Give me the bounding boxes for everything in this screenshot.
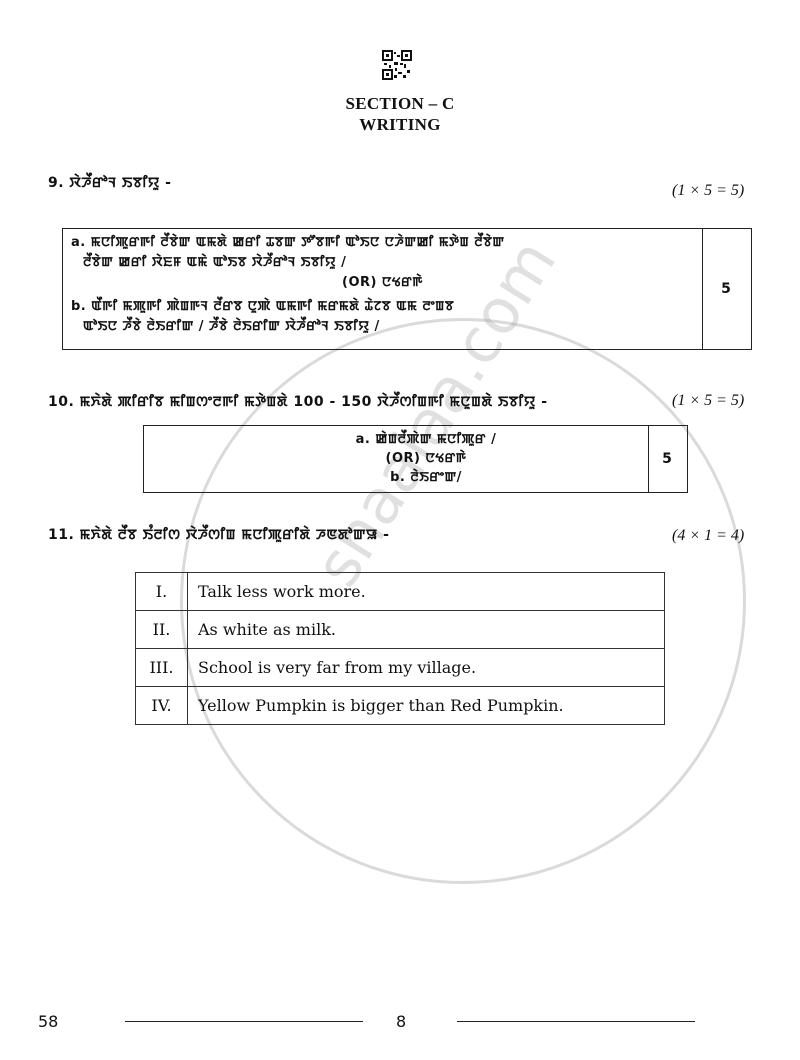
option-a-line-2: ꯂꯩꯕꯥꯛ ꯀꯔꯤ ꯋꯥꯐꯝ ꯑꯃꯥ ꯑꯣꯏꯕ ꯋꯥꯍꯩꯔꯣꯜ ꯏꯕꯤꯌꯨ / <box>83 255 347 270</box>
sentence-text: School is very far from my village. <box>187 648 665 687</box>
table-row: IV. Yellow Pumpkin is bigger than Red Pu… <box>135 686 665 725</box>
question-10-box: a. ꯀꯥꯡꯂꯩꯄꯥꯛ ꯃꯅꯤꯄꯨꯔ / (OR) ꯅꯠꯔꯒꯥ b. ꯂꯥꯏꯔꯦ… <box>143 425 688 493</box>
question-11-marks: (4 × 1 = 4) <box>672 527 745 544</box>
row-number: III. <box>135 648 188 687</box>
question-10-box-marks: 5 <box>662 451 672 467</box>
sentence-text: Yellow Pumpkin is bigger than Red Pumpki… <box>187 686 665 725</box>
question-10-label: 10. ꯃꯈꯥꯗꯥ ꯄꯤꯔꯤꯕ ꯃꯤꯡꯁꯦꯂꯒꯤ ꯃꯇꯥꯡꯗꯥ 100 - 15… <box>48 394 548 410</box>
option-b-line-2: ꯑꯣꯏꯅ ꯍꯩꯕꯥ ꯂꯥꯏꯔꯤꯛ / ꯍꯩꯕꯥ ꯂꯥꯏꯔꯤꯛ ꯋꯥꯍꯩꯔꯣꯜ ꯏ… <box>83 319 380 334</box>
table-row: I. Talk less work more. <box>135 572 665 611</box>
row-number: IV. <box>135 686 188 725</box>
option-a-line-1: a. ꯃꯅꯤꯄꯨꯔꯒꯤ ꯂꯩꯕꯥꯛ ꯑꯃꯗꯥ ꯀꯔꯤ ꯊꯕꯛ ꯇꯧꯕꯒꯤ ꯑꯣꯏ… <box>71 235 505 250</box>
question-9-box-marks: 5 <box>721 281 731 297</box>
sentence-text: Talk less work more. <box>187 572 665 611</box>
question-9-label: 9. ꯋꯥꯍꯩꯔꯣꯜ ꯏꯕꯤꯌꯨ - <box>48 175 172 191</box>
option-a: a. ꯀꯥꯡꯂꯩꯄꯥꯛ ꯃꯅꯤꯄꯨꯔ / <box>355 432 497 447</box>
question-11-label: 11. ꯃꯈꯥꯗꯥ ꯂꯩꯕ ꯏꯪꯂꯤꯁ ꯋꯥꯍꯩꯁꯤꯡ ꯃꯅꯤꯄꯨꯔꯤꯗꯥ ꯍꯟ… <box>48 527 390 543</box>
or-separator: (OR) ꯅꯠꯔꯒꯥ <box>342 275 423 290</box>
or-separator: (OR) ꯅꯠꯔꯒꯥ <box>385 451 467 466</box>
footer-divider-left <box>125 1021 363 1022</box>
question-9-marks: (1 × 5 = 5) <box>672 182 745 199</box>
question-10-options: a. ꯀꯥꯡꯂꯩꯄꯥꯛ ꯃꯅꯤꯄꯨꯔ / (OR) ꯅꯠꯔꯒꯥ b. ꯂꯥꯏꯔꯦ… <box>144 426 649 492</box>
qr-code-icon <box>382 50 412 80</box>
page-number: 8 <box>396 1012 407 1031</box>
footer-divider-right <box>457 1021 695 1022</box>
table-row: III. School is very far from my village. <box>135 648 665 687</box>
section-title: SECTION – C <box>345 94 455 113</box>
section-subtitle: WRITING <box>359 115 441 134</box>
table-row: II. As white as milk. <box>135 610 665 649</box>
question-10-marks: (1 × 5 = 5) <box>672 392 745 409</box>
option-b-line-1: b. ꯑꯩꯒꯤ ꯃꯄꯨꯒꯤ ꯄꯥꯡꯒꯜ ꯂꯩꯔꯕ ꯅꯨꯄꯥ ꯑꯃꯒꯤ ꯃꯔꯃꯗꯥ… <box>71 299 455 314</box>
question-9-box: a. ꯃꯅꯤꯄꯨꯔꯒꯤ ꯂꯩꯕꯥꯛ ꯑꯃꯗꯥ ꯀꯔꯤ ꯊꯕꯛ ꯇꯧꯕꯒꯤ ꯑꯣꯏ… <box>62 228 752 350</box>
row-number: I. <box>135 572 188 611</box>
footer-left-number: 58 <box>38 1012 59 1031</box>
row-number: II. <box>135 610 188 649</box>
sentence-text: As white as milk. <box>187 610 665 649</box>
sentences-table: I. Talk less work more. II. As white as … <box>135 572 665 725</box>
question-9-options: a. ꯃꯅꯤꯄꯨꯔꯒꯤ ꯂꯩꯕꯥꯛ ꯑꯃꯗꯥ ꯀꯔꯤ ꯊꯕꯛ ꯇꯧꯕꯒꯤ ꯑꯣꯏ… <box>63 229 703 349</box>
option-b: b. ꯂꯥꯏꯔꯦꯛ/ <box>390 470 462 485</box>
